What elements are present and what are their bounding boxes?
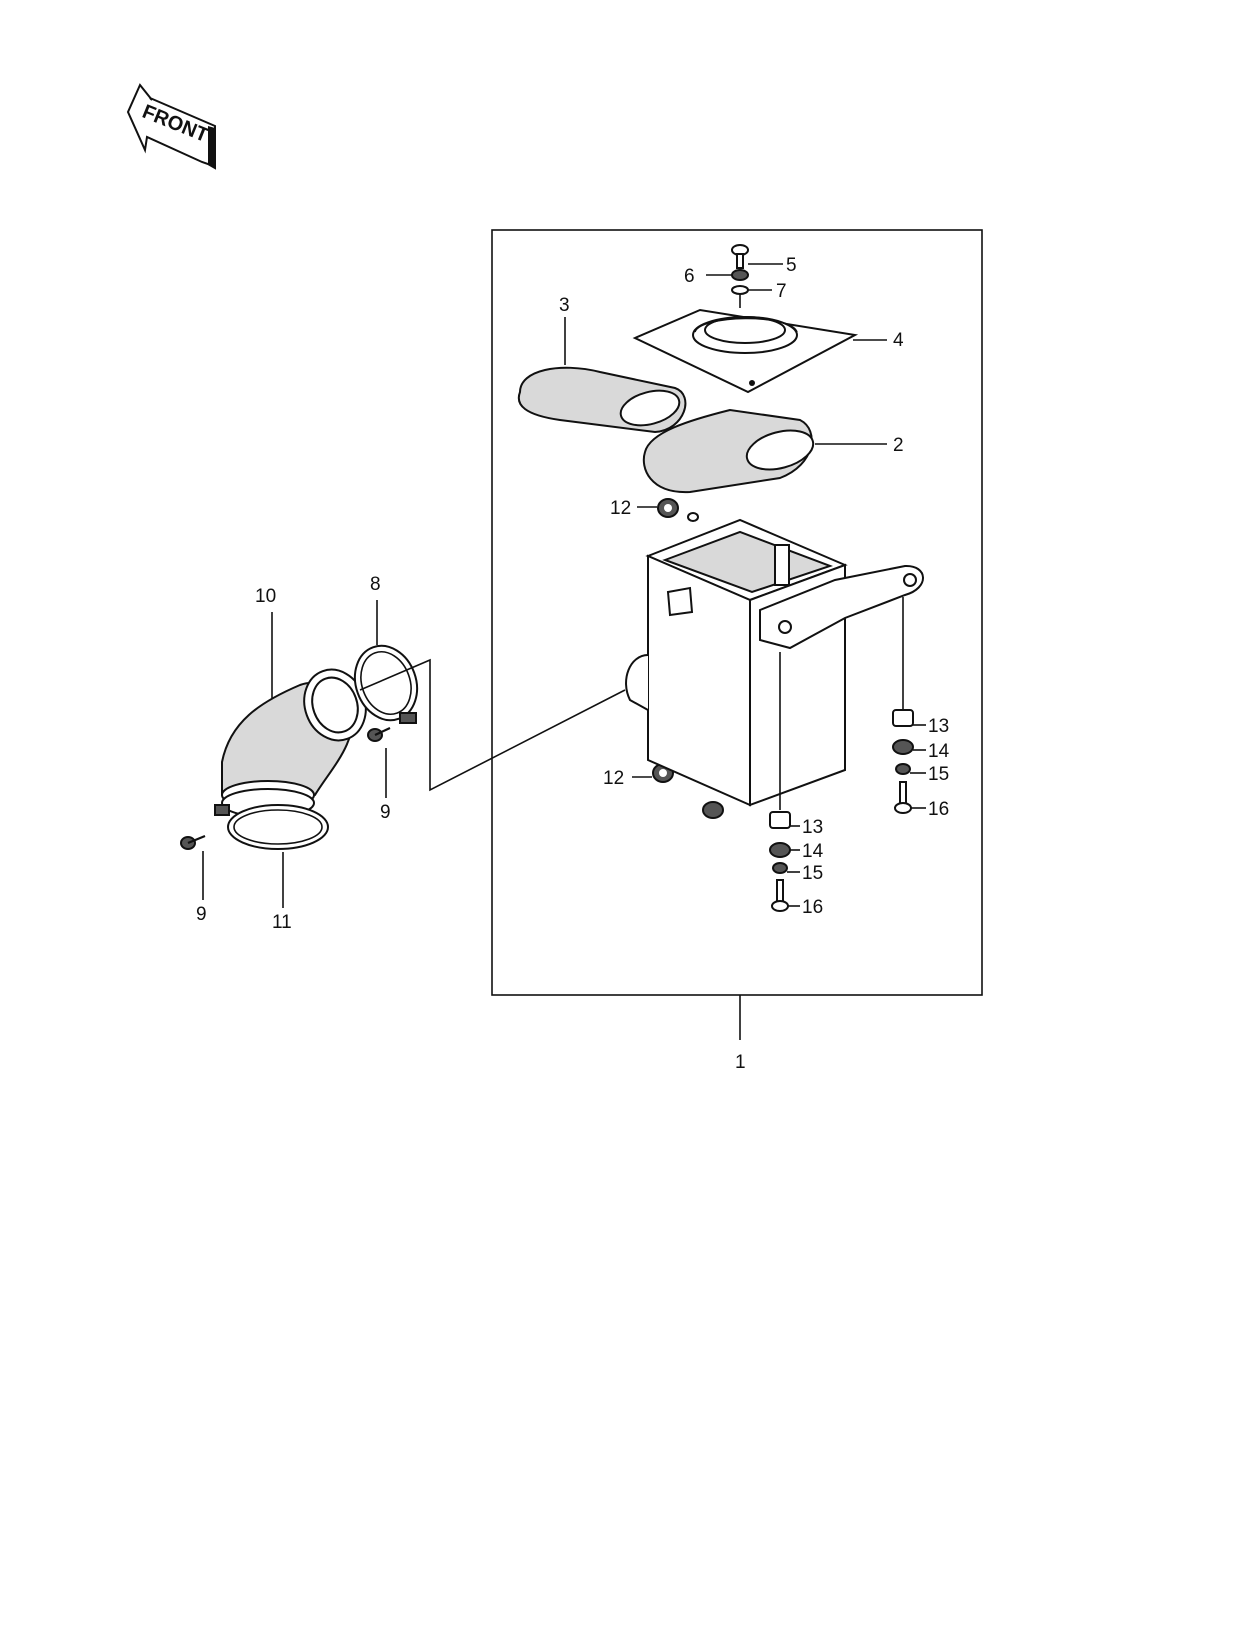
filter-element-upper <box>517 366 687 434</box>
callout-6: 6 <box>684 266 695 287</box>
callout-12-upper: 12 <box>610 498 631 519</box>
callout-9-lower: 9 <box>196 904 207 925</box>
air-cleaner-housing <box>625 512 924 819</box>
callout-5: 5 <box>786 255 797 276</box>
intake-elbow-duct <box>221 668 367 818</box>
callout-13-center: 13 <box>802 817 823 838</box>
assembly-frame <box>491 229 983 1040</box>
callout-12-lower: 12 <box>603 768 624 789</box>
clamp-screw-lower <box>180 834 206 850</box>
front-arrow-icon: FRONT <box>126 83 216 170</box>
clamp-screw-upper <box>367 727 391 742</box>
callout-3: 3 <box>559 295 570 316</box>
callout-14-right: 14 <box>928 741 950 762</box>
grommet-nut-upper <box>657 498 679 518</box>
callout-14-center: 14 <box>802 841 824 862</box>
callout-9-upper: 9 <box>380 802 391 823</box>
leader-lines <box>202 263 926 908</box>
callout-2: 2 <box>893 435 904 456</box>
callout-15-center: 15 <box>802 863 823 884</box>
cover-screw-stack <box>731 244 749 308</box>
callout-13-right: 13 <box>928 716 949 737</box>
callout-labels: 1 2 3 4 5 6 7 8 9 9 10 11 12 12 13 14 15… <box>196 255 950 1073</box>
callout-7: 7 <box>776 281 787 302</box>
callout-1: 1 <box>735 1052 746 1073</box>
callout-15-right: 15 <box>928 764 949 785</box>
callout-16-right: 16 <box>928 799 949 820</box>
hose-clamp-upper <box>353 644 419 724</box>
duct-to-housing-link <box>359 658 626 792</box>
filter-cover-plate <box>632 308 859 394</box>
callout-11: 11 <box>272 912 292 933</box>
callout-10: 10 <box>255 586 276 607</box>
mount-stack-right <box>892 597 914 814</box>
callout-4: 4 <box>893 330 904 351</box>
callout-16-center: 16 <box>802 897 823 918</box>
hose-clamp-lower <box>214 804 329 850</box>
callout-8: 8 <box>370 574 381 595</box>
filter-element-lower <box>642 408 815 494</box>
